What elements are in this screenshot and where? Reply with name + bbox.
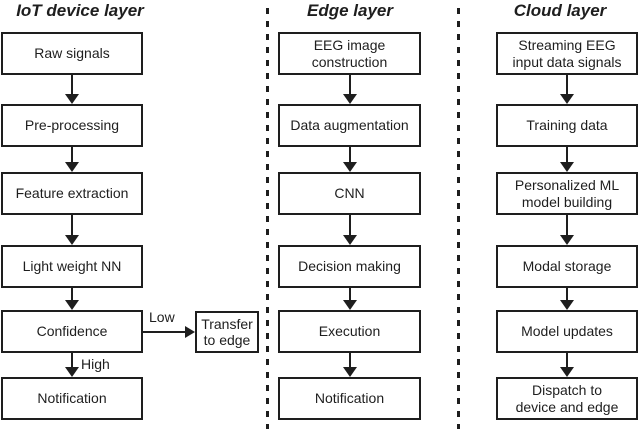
down-arrow-icon bbox=[343, 288, 357, 310]
node-confidence: Confidence bbox=[1, 310, 143, 353]
down-arrow-icon bbox=[65, 215, 79, 245]
node-pre-processing: Pre-processing bbox=[1, 104, 143, 147]
node-personalized-ml-model-building: Personalized ML model building bbox=[496, 172, 638, 215]
node-eeg-image-construction: EEG image construction bbox=[278, 32, 421, 75]
node-raw-signals: Raw signals bbox=[1, 32, 143, 75]
down-arrow-icon bbox=[343, 147, 357, 172]
down-arrow-icon bbox=[65, 75, 79, 104]
down-arrow-high-icon bbox=[65, 353, 79, 377]
down-arrow-icon bbox=[560, 215, 574, 245]
node-training-data: Training data bbox=[496, 104, 638, 147]
down-arrow-icon bbox=[65, 147, 79, 172]
node-dispatch-to-device-and-edge: Dispatch to device and edge bbox=[496, 377, 638, 420]
down-arrow-icon bbox=[343, 75, 357, 104]
down-arrow-icon bbox=[560, 353, 574, 377]
down-arrow-icon bbox=[560, 147, 574, 172]
node-decision-making: Decision making bbox=[278, 245, 421, 288]
node-modal-storage: Modal storage bbox=[496, 245, 638, 288]
down-arrow-icon bbox=[343, 215, 357, 245]
edge-label-high: High bbox=[81, 356, 110, 372]
node-transfer-to-edge: Transfer to edge bbox=[195, 311, 259, 353]
divider-iot-edge bbox=[266, 8, 269, 429]
down-arrow-icon bbox=[65, 288, 79, 310]
node-streaming-eeg-input: Streaming EEG input data signals bbox=[496, 32, 638, 75]
node-execution: Execution bbox=[278, 310, 421, 353]
right-arrow-low-icon bbox=[143, 325, 195, 339]
column-title-iot: IoT device layer bbox=[16, 1, 144, 20]
node-feature-extraction: Feature extraction bbox=[1, 172, 143, 215]
node-notification-iot: Notification bbox=[1, 377, 143, 420]
down-arrow-icon bbox=[560, 75, 574, 104]
divider-edge-cloud bbox=[457, 8, 460, 429]
column-title-cloud: Cloud layer bbox=[513, 1, 607, 20]
node-notification-edge: Notification bbox=[278, 377, 421, 420]
down-arrow-icon bbox=[560, 288, 574, 310]
node-cnn: CNN bbox=[278, 172, 421, 215]
node-model-updates: Model updates bbox=[496, 310, 638, 353]
edge-label-low: Low bbox=[149, 309, 175, 325]
node-light-weight-nn: Light weight NN bbox=[1, 245, 143, 288]
column-title-edge: Edge layer bbox=[307, 1, 393, 20]
node-data-augmentation: Data augmentation bbox=[278, 104, 421, 147]
down-arrow-icon bbox=[343, 353, 357, 377]
